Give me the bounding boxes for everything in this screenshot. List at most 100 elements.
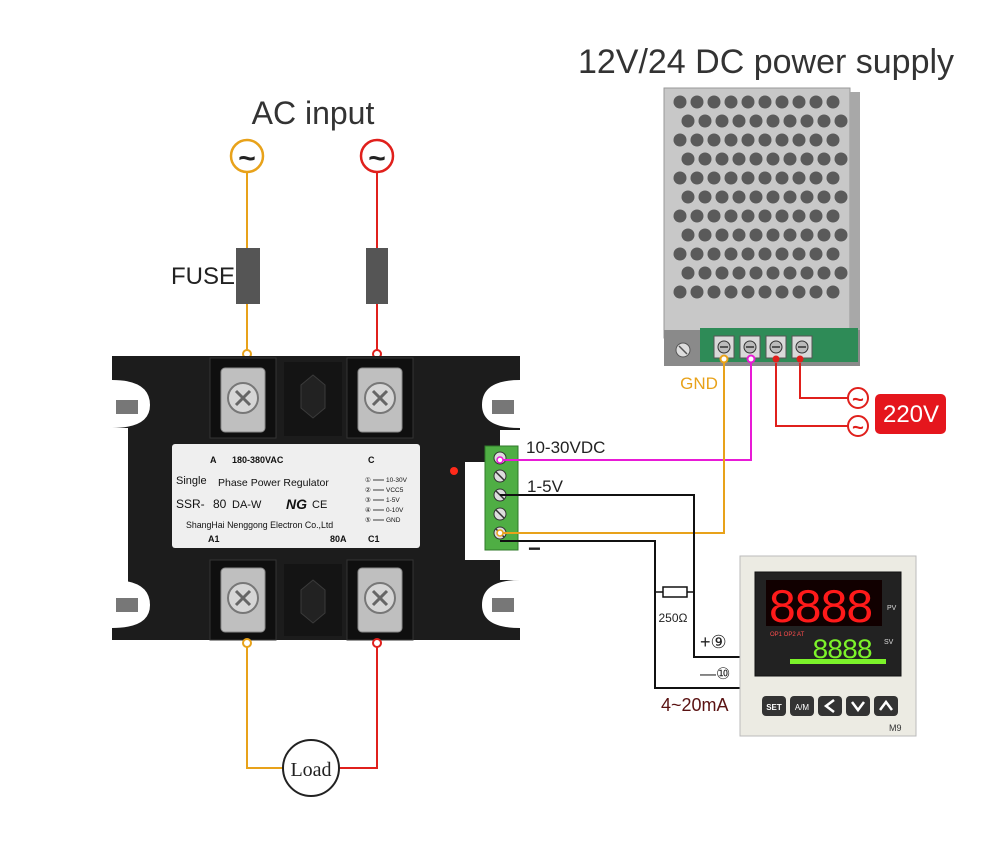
ssr-current: 80A xyxy=(330,534,347,544)
vent-hole xyxy=(715,152,729,166)
vent-hole xyxy=(826,247,840,261)
svg-text:③: ③ xyxy=(365,496,371,504)
vent-hole xyxy=(673,133,687,147)
ssr-line1-a: Single xyxy=(176,475,207,487)
up-button[interactable] xyxy=(874,696,898,716)
vent-hole xyxy=(681,228,695,242)
vent-hole xyxy=(698,190,712,204)
ssr-term-a1-label: A1 xyxy=(208,534,220,544)
svg-text:⑤: ⑤ xyxy=(365,516,371,524)
mains-wire-1 xyxy=(799,363,848,399)
vent-hole xyxy=(673,95,687,109)
vent-hole xyxy=(673,171,687,185)
svg-text:0-10V: 0-10V xyxy=(386,507,404,514)
set-button[interactable]: SET xyxy=(762,696,786,716)
vent-hole xyxy=(783,266,797,280)
vent-hole xyxy=(826,285,840,299)
vent-hole xyxy=(766,228,780,242)
vent-hole xyxy=(749,152,763,166)
down-button[interactable] xyxy=(846,696,870,716)
ssr-model-b: 80 xyxy=(213,497,227,511)
svg-text:A/M: A/M xyxy=(795,703,810,712)
mains-source-icon-2: ~ xyxy=(847,415,869,439)
ac-source-right-icon: ~ xyxy=(359,138,395,175)
vent-hole xyxy=(673,247,687,261)
control-minus-label: − xyxy=(528,536,541,561)
ssr-status-led xyxy=(450,467,458,475)
vent-hole xyxy=(758,285,772,299)
vent-hole xyxy=(775,285,789,299)
fuse-left xyxy=(236,248,260,304)
svg-text:VCC5: VCC5 xyxy=(386,487,404,494)
power-supply-title: 12V/24 DC power supply xyxy=(578,43,954,81)
vent-hole xyxy=(792,247,806,261)
vent-hole xyxy=(758,209,772,223)
vent-hole xyxy=(792,209,806,223)
vent-hole xyxy=(673,209,687,223)
vent-hole xyxy=(775,95,789,109)
vent-hole xyxy=(758,95,772,109)
control-10-30vdc-label: 10-30VDC xyxy=(526,438,605,457)
control-1-5v-label: 1-5V xyxy=(527,477,564,496)
vent-hole xyxy=(817,228,831,242)
ssr-ce-mark: CE xyxy=(312,499,327,511)
terminal-c xyxy=(357,367,403,433)
vent-hole xyxy=(690,171,704,185)
vent-hole xyxy=(826,133,840,147)
ssr-brand-logo: NG xyxy=(286,496,307,512)
vent-hole xyxy=(732,266,746,280)
ssr-maker: ShangHai Nenggong Electron Co.,Ltd xyxy=(186,520,333,530)
vent-hole xyxy=(766,266,780,280)
ssr-model-c: DA-W xyxy=(232,499,262,511)
vent-hole xyxy=(775,133,789,147)
dc-power-supply xyxy=(663,87,860,366)
vent-hole xyxy=(715,228,729,242)
current-range-label: 4~20mA xyxy=(661,695,729,715)
vent-hole xyxy=(817,152,831,166)
vent-hole xyxy=(749,228,763,242)
vent-hole xyxy=(715,190,729,204)
vent-hole xyxy=(783,228,797,242)
vent-hole xyxy=(758,171,772,185)
vent-hole xyxy=(741,247,755,261)
vent-hole xyxy=(766,152,780,166)
vent-hole xyxy=(817,190,831,204)
svg-text:~: ~ xyxy=(238,142,256,175)
vent-hole xyxy=(681,190,695,204)
vent-hole xyxy=(741,133,755,147)
shift-left-button[interactable] xyxy=(818,696,842,716)
vent-hole xyxy=(732,152,746,166)
controller-buttons: SET A/M xyxy=(762,696,898,716)
vent-hole xyxy=(758,133,772,147)
vent-hole xyxy=(724,95,738,109)
vent-hole xyxy=(681,114,695,128)
auto-manual-button[interactable]: A/M xyxy=(790,696,814,716)
mains-voltage-badge: 220V xyxy=(875,394,946,434)
vent-hole xyxy=(834,114,848,128)
vent-hole xyxy=(707,95,721,109)
svg-text:①: ① xyxy=(365,476,371,484)
vent-hole xyxy=(783,114,797,128)
vent-hole xyxy=(775,171,789,185)
vent-hole xyxy=(783,190,797,204)
vent-hole xyxy=(792,285,806,299)
gnd-label: GND xyxy=(680,374,718,393)
vent-hole xyxy=(792,171,806,185)
svg-text:~: ~ xyxy=(852,389,864,411)
vent-hole xyxy=(800,152,814,166)
vent-hole xyxy=(698,114,712,128)
vent-hole xyxy=(732,228,746,242)
vent-hole xyxy=(809,209,823,223)
vent-hole xyxy=(724,171,738,185)
signal-wire-minus xyxy=(500,540,740,689)
vent-hole xyxy=(800,266,814,280)
terminal-a xyxy=(220,367,266,433)
vent-hole xyxy=(809,285,823,299)
svg-text:SET: SET xyxy=(766,703,782,712)
vent-hole xyxy=(758,247,772,261)
svg-text:~: ~ xyxy=(368,142,386,175)
vent-hole xyxy=(826,209,840,223)
load-label: Load xyxy=(290,759,331,781)
resistor-label: 250Ω xyxy=(659,611,688,625)
